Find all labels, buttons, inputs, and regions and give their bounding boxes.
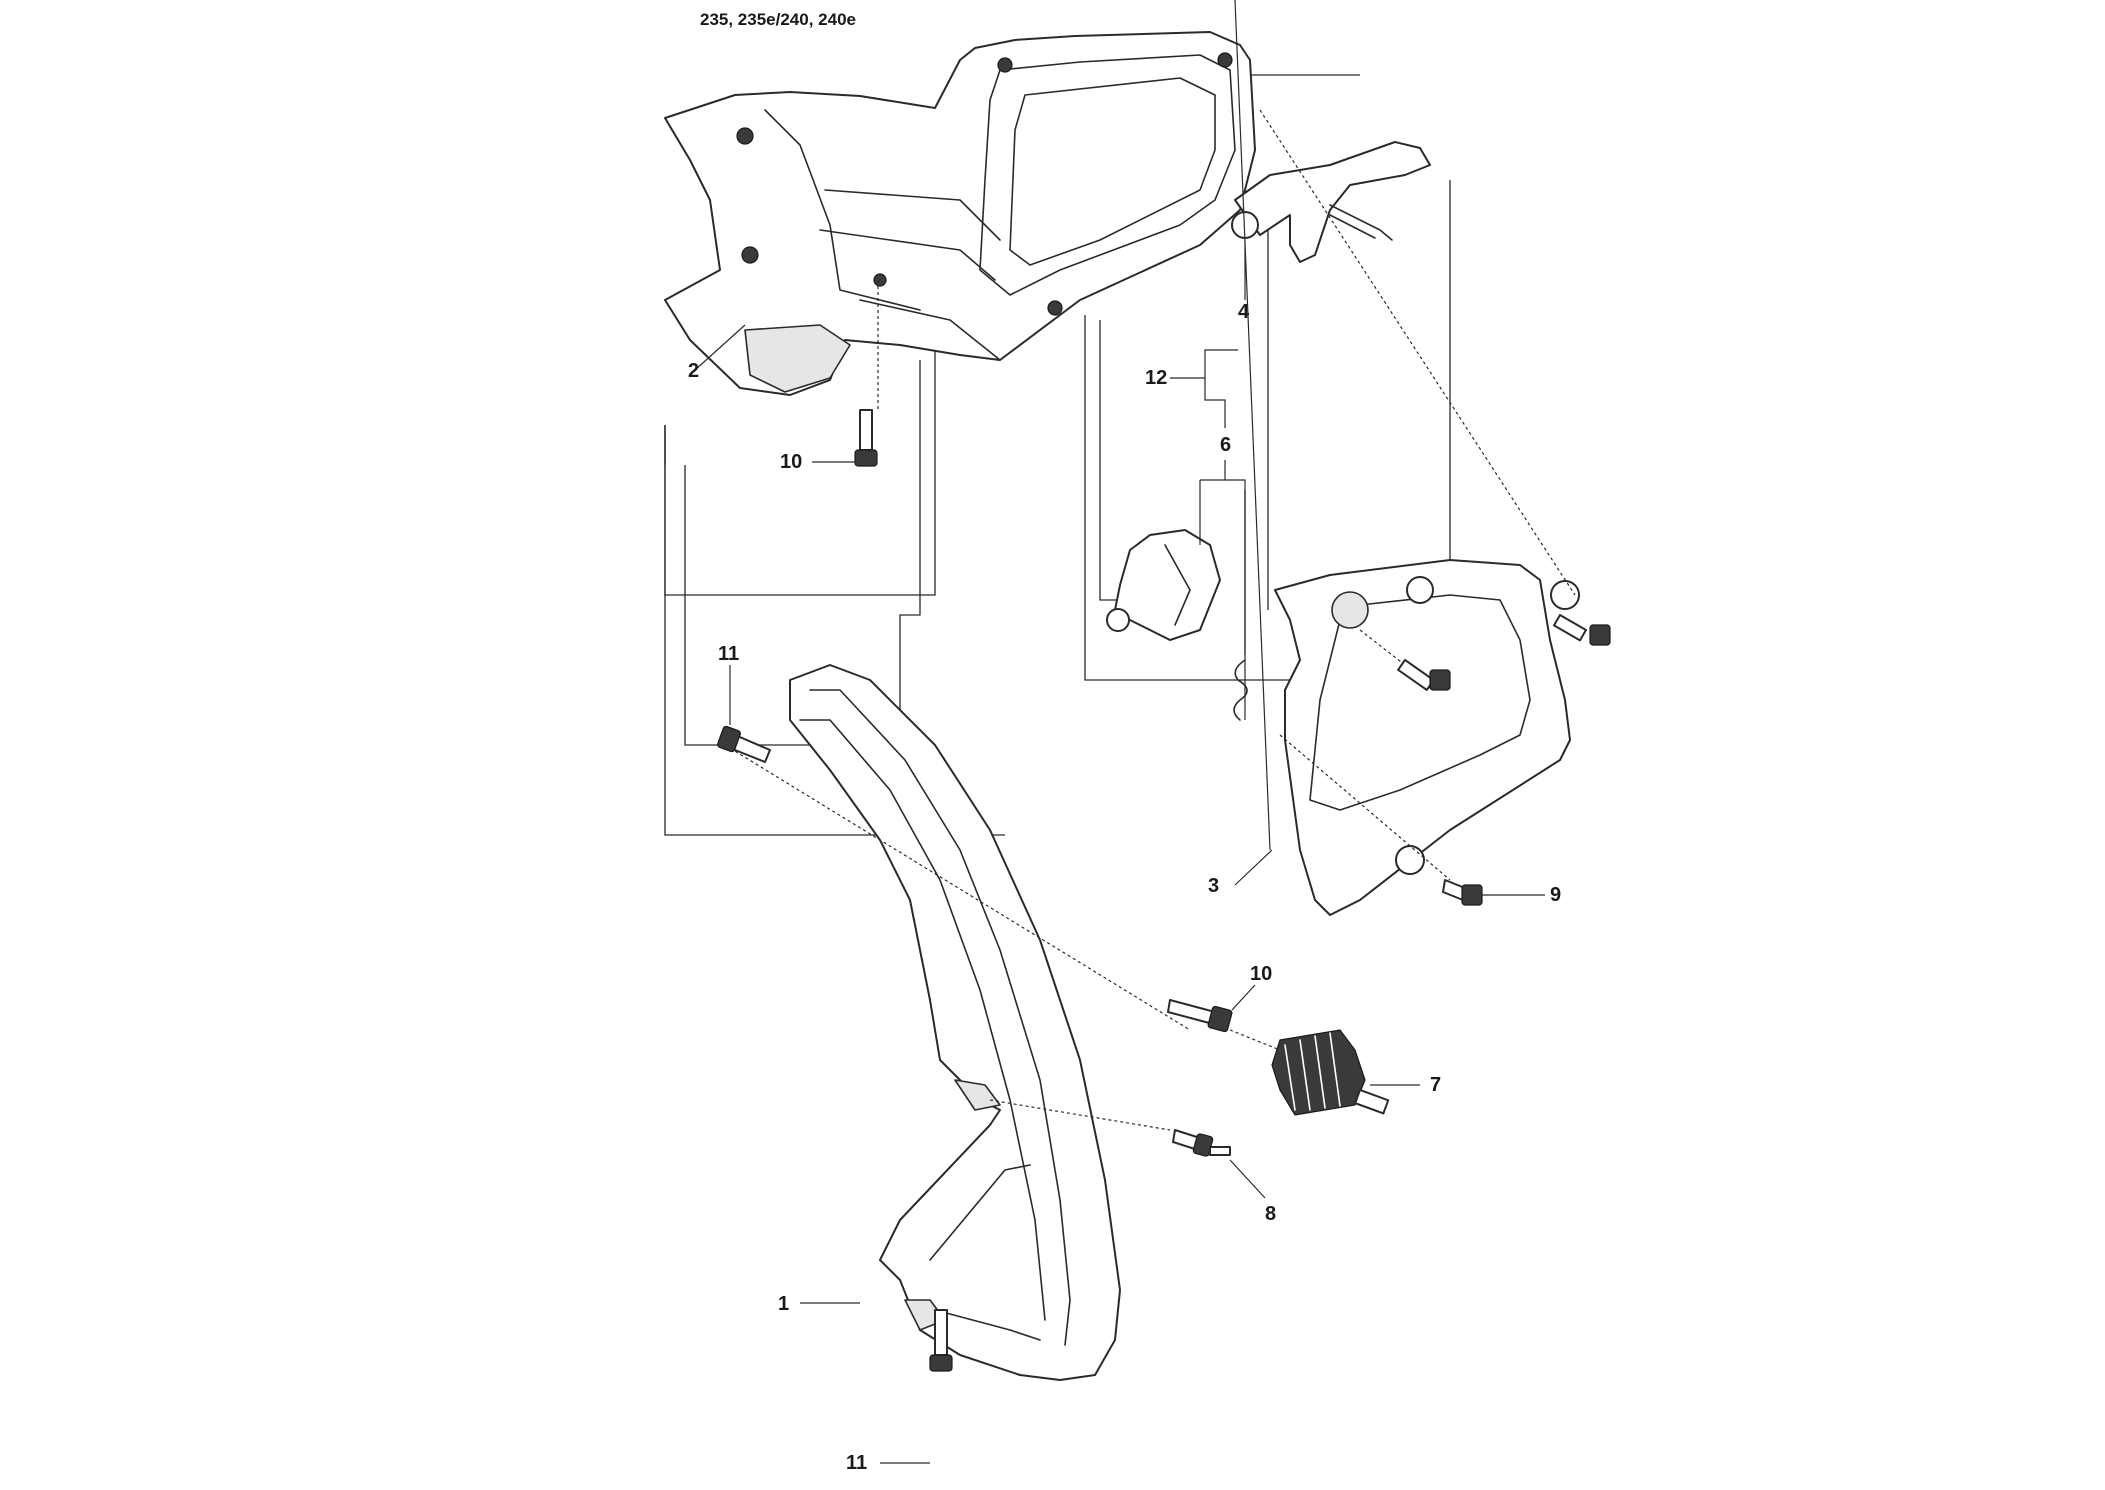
- screw-8: [989, 1099, 1231, 1157]
- cover-screw-2: [1259, 109, 1611, 646]
- screw-10-middle: [1167, 999, 1233, 1033]
- cover-screw-1: [1359, 629, 1451, 691]
- part-label-1: 1: [778, 1293, 789, 1315]
- part-label-6: 6: [1220, 434, 1231, 456]
- screw-10-top: [854, 409, 878, 467]
- screw-9: [1279, 734, 1483, 906]
- part-label-7: 7: [1430, 1074, 1441, 1096]
- throttle-lockout: [1106, 529, 1248, 721]
- part-label-10-middle: 10: [1250, 963, 1272, 985]
- anti-vibration-spring: [1229, 1029, 1390, 1116]
- diagram-title: 235, 235e/240, 240e: [700, 10, 856, 29]
- screw-11-upper: [717, 725, 1191, 1031]
- throttle-trigger: [1231, 141, 1431, 263]
- part-label-2: 2: [688, 360, 699, 382]
- part-label-4: 4: [1238, 301, 1250, 323]
- part-label-12: 12: [1145, 367, 1167, 389]
- part-label-11-upper: 11: [718, 643, 739, 665]
- part-label-11-bottom: 11: [846, 1452, 867, 1474]
- part-label-3: 3: [1208, 875, 1219, 897]
- side-cover: [1274, 559, 1580, 916]
- part-label-8: 8: [1265, 1203, 1276, 1225]
- part-label-9: 9: [1550, 884, 1561, 906]
- part-labels: 2 10 4 12 6 3 9 11 10 7 8: [688, 0, 1561, 1474]
- rear-handle-housing: [664, 31, 1256, 410]
- screw-11-bottom: [929, 1309, 953, 1372]
- front-handle: [789, 664, 1121, 1381]
- part-label-10-top: 10: [780, 451, 802, 473]
- fasteners: [717, 109, 1611, 1372]
